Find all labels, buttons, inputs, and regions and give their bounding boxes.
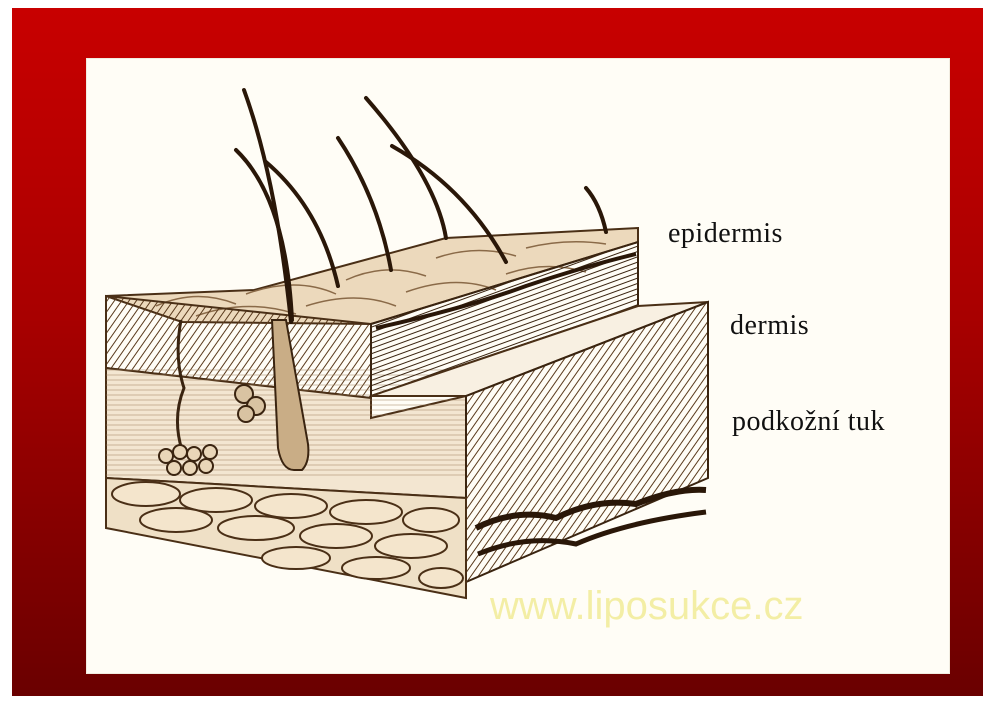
skin-cross-section-illustration bbox=[86, 58, 950, 674]
label-dermis: dermis bbox=[730, 310, 809, 342]
label-subcutaneous-fat: podkožní tuk bbox=[732, 406, 885, 438]
red-frame: epidermis dermis podkožní tuk www.liposu… bbox=[12, 8, 983, 696]
fat-layer bbox=[106, 478, 466, 598]
illustration-canvas: epidermis dermis podkožní tuk www.liposu… bbox=[86, 58, 950, 674]
watermark: www.liposukce.cz bbox=[490, 584, 803, 629]
label-epidermis: epidermis bbox=[668, 218, 783, 250]
